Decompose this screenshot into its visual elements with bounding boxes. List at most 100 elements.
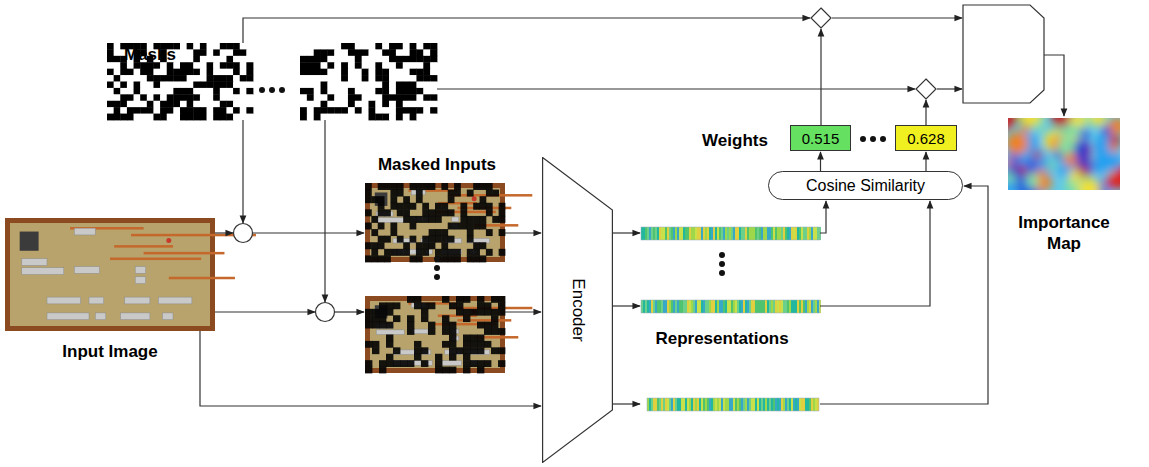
mask-cell (134, 94, 141, 101)
mask-cell (422, 216, 429, 223)
mask-cell (120, 88, 127, 95)
mask-cell (200, 62, 207, 69)
representation-stripe (663, 227, 665, 240)
mask-cell (416, 255, 423, 262)
mask-cell (369, 94, 376, 101)
mask-cell (107, 62, 114, 69)
multiply-circle (234, 224, 253, 243)
mask-cell (410, 183, 417, 190)
mask-cell (341, 56, 348, 63)
mask-cell (127, 75, 134, 82)
representation-stripe (769, 398, 771, 411)
label: Representations (655, 328, 788, 349)
mask-cell (396, 114, 403, 121)
mask-cell (327, 75, 334, 82)
mask-cell (362, 101, 369, 108)
representation-stripe (687, 300, 689, 313)
representation-stripe (729, 300, 731, 313)
representation-stripe (791, 227, 793, 240)
mask-cell (371, 255, 378, 262)
mask-cell (365, 367, 372, 374)
representation-stripe (775, 398, 777, 411)
mask-cell (114, 94, 121, 101)
mask-cell (499, 216, 506, 223)
mask-cell (403, 82, 410, 89)
mask-cell (307, 88, 314, 95)
mask-cell (410, 203, 417, 210)
mask-cell (386, 302, 393, 309)
mask-cell (473, 183, 480, 190)
representation-stripe (773, 300, 775, 313)
mask-cell (134, 75, 141, 82)
representation-stripe (749, 227, 751, 240)
mask-cell (473, 255, 480, 262)
representation-stripe (813, 227, 815, 240)
representation-stripe (785, 300, 787, 313)
representation-stripe (651, 398, 653, 411)
mask-cell (378, 236, 385, 243)
mask-cell (369, 101, 376, 108)
mask-cell (240, 82, 247, 89)
mask-cell (467, 190, 474, 197)
mask-cell (441, 249, 448, 256)
mask-cell (491, 296, 498, 303)
representation-stripe (655, 300, 657, 313)
mask-cell (226, 107, 233, 114)
representation-stripe (719, 398, 721, 411)
representation-stripe (651, 300, 653, 313)
mask-cell (389, 49, 396, 56)
representation-stripe (661, 300, 663, 313)
mask-cell (300, 88, 307, 95)
mask-cell (463, 335, 470, 342)
representation-stripe (715, 227, 717, 240)
representation-stripe (769, 300, 771, 313)
representation-stripe (767, 398, 769, 411)
mask-cell (403, 216, 410, 223)
mask-cell (378, 209, 385, 216)
representation-stripe (795, 300, 797, 313)
mask-cell (389, 114, 396, 121)
mask-cell (114, 49, 121, 56)
level-player (166, 238, 171, 243)
representation-stripe (671, 398, 673, 411)
mask-cell (213, 69, 220, 76)
level-floor (370, 188, 500, 257)
mask-cell (246, 88, 253, 95)
mask-cell (348, 75, 355, 82)
representation-stripe (775, 300, 777, 313)
mask-cell (246, 82, 253, 89)
mask-cell (207, 82, 214, 89)
mask-cell (147, 107, 154, 114)
wire (215, 311, 315, 312)
mask-cell (160, 88, 167, 95)
mask-cell (213, 43, 220, 50)
mask-cell (307, 101, 314, 108)
mask-cell (348, 43, 355, 50)
mask-cell (334, 101, 341, 108)
mask-cell (463, 309, 470, 316)
importance-blob (1036, 123, 1045, 132)
mask-cell (193, 62, 200, 69)
mask-cell (393, 315, 400, 322)
mask-cell (240, 94, 247, 101)
mask-cell (314, 75, 321, 82)
representation-stripe (703, 398, 705, 411)
mask-cell (153, 101, 160, 108)
representation-stripe (813, 398, 815, 411)
level-block (89, 297, 104, 304)
mask-cell (314, 43, 321, 50)
mask-cell (386, 354, 393, 361)
weight-box: 0.515 (790, 125, 851, 151)
mask-cell (160, 101, 167, 108)
mask-cell (120, 101, 127, 108)
mask-cell (226, 82, 233, 89)
mask-cell (307, 56, 314, 63)
level-block (47, 297, 81, 304)
mask-cell (307, 49, 314, 56)
mask-cell (410, 82, 417, 89)
representation-stripe (671, 300, 673, 313)
dot (719, 270, 725, 276)
mask-cell (448, 196, 455, 203)
mask-cell (173, 69, 180, 76)
mask-cell (410, 69, 417, 76)
